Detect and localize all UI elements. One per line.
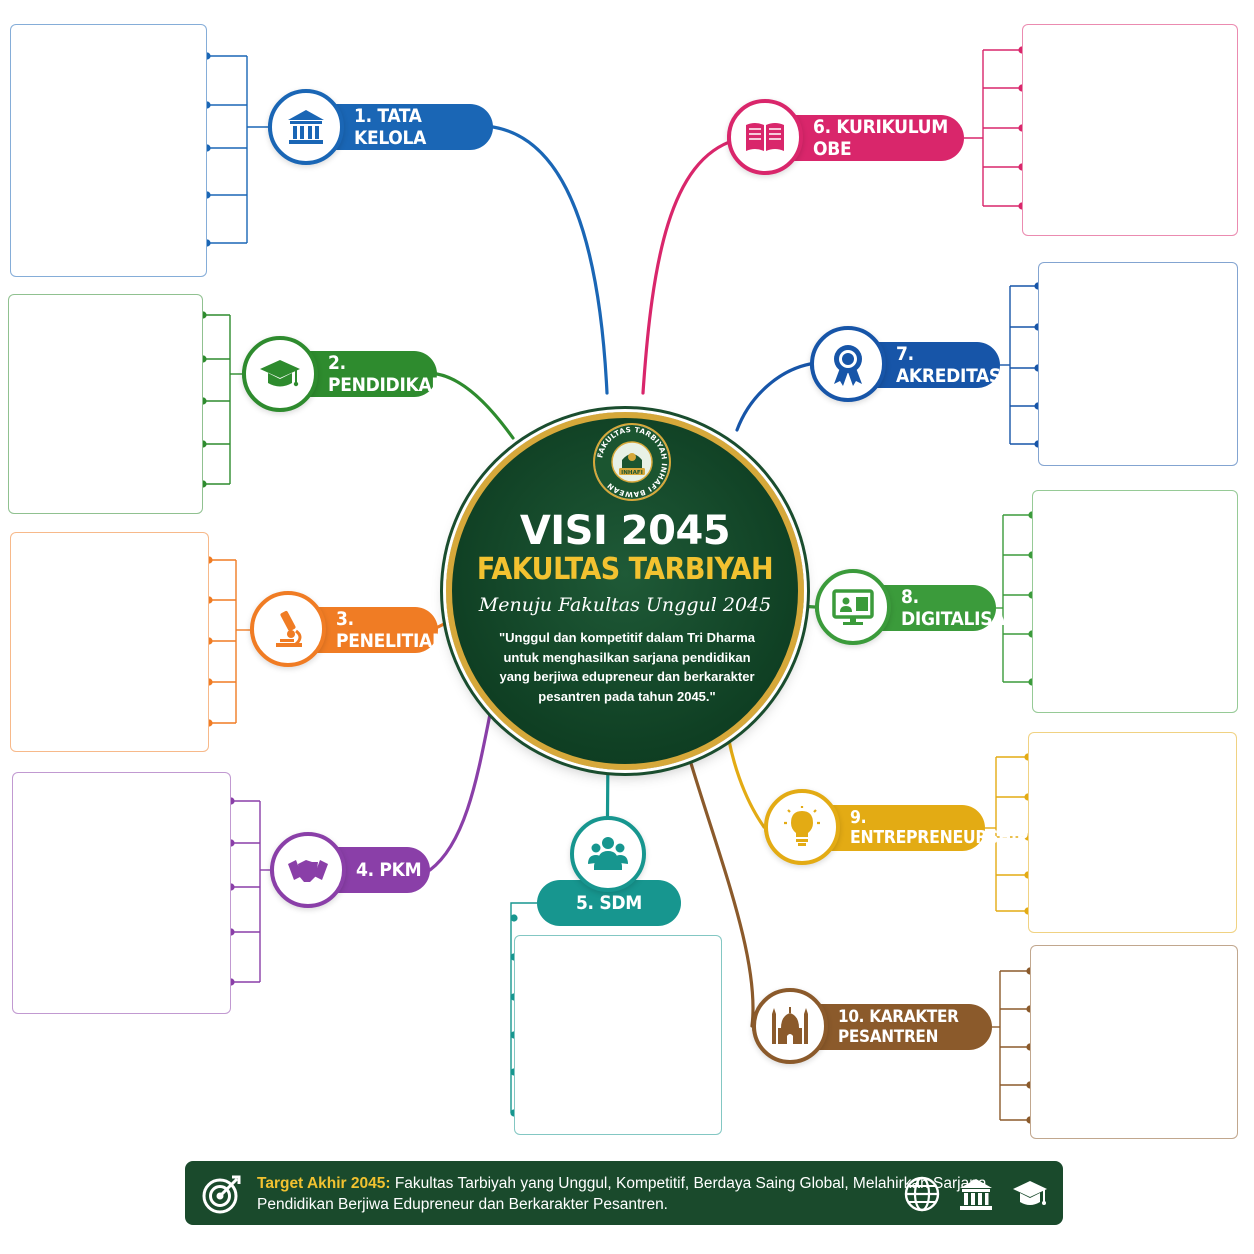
branch-7-detail-box xyxy=(1038,262,1238,466)
branch-7-label: 7. AKREDITASI xyxy=(896,343,1007,387)
open-book-icon xyxy=(727,99,803,175)
branch-3-detail-box xyxy=(10,532,209,752)
graduation-cap-icon xyxy=(242,336,318,412)
branch-9-detail-box xyxy=(1028,732,1237,933)
footer-target-text: Target Akhir 2045: Fakultas Tarbiyah yan… xyxy=(257,1173,1063,1215)
branch-6-label: 6. KURIKULUM OBE xyxy=(813,116,948,160)
vision-statement: "Unggul dan kompetitif dalam Tri Dharma … xyxy=(498,630,756,704)
target-icon xyxy=(202,1175,241,1214)
handshake-icon xyxy=(270,832,346,908)
faculty-title: FAKULTAS TARBIYAH xyxy=(476,552,774,587)
microscope-icon xyxy=(250,591,326,667)
institution-icon xyxy=(960,1179,992,1210)
branch-4-detail-box xyxy=(12,772,231,1014)
branch-2-label: 2. PENDIDIKAN xyxy=(328,352,446,396)
branch-10-detail-box xyxy=(1030,945,1238,1139)
branch-2-detail-box xyxy=(8,294,203,514)
footer-banner: Target Akhir 2045: Fakultas Tarbiyah yan… xyxy=(185,1161,1063,1225)
central-vision-circle: FAKULTAS TARBIYAH INHAFI BAWEAN INHAFI V… xyxy=(446,412,804,770)
graduation-cap-icon xyxy=(1013,1181,1047,1205)
vision-title: VISI 2045 xyxy=(519,508,731,554)
faculty-seal-logo: FAKULTAS TARBIYAH INHAFI BAWEAN INHAFI xyxy=(593,423,671,501)
vision-tagline: Menuju Fakultas Unggul 2045 xyxy=(478,594,772,616)
branch-1-detail-box xyxy=(10,24,207,277)
branch-10-label: 10. KARAKTER PESANTREN xyxy=(838,1007,959,1047)
branch-4-label: 4. PKM xyxy=(356,859,422,881)
branch-8-detail-box xyxy=(1032,490,1238,713)
mosque-icon xyxy=(752,988,828,1064)
branch-6-detail-box xyxy=(1022,24,1238,236)
monitor-icon xyxy=(815,569,891,645)
globe-icon xyxy=(904,1176,940,1212)
branch-3-label: 3. PENELITIAN xyxy=(336,608,446,652)
branch-5-label: 5. SDM xyxy=(575,892,643,914)
branch-5-label-pill: 5. SDM xyxy=(537,880,681,926)
footer-statement: Fakultas Tarbiyah yang Unggul, Kompetiti… xyxy=(257,1175,987,1213)
people-group-icon xyxy=(570,816,646,892)
branch-5-detail-box xyxy=(514,935,722,1135)
institution-building-icon xyxy=(268,89,344,165)
seal-label: INHAFI xyxy=(621,470,643,476)
footer-label: Target Akhir 2045: xyxy=(257,1175,391,1192)
lightbulb-icon xyxy=(764,789,840,865)
branch-1-label: 1. TATA KELOLA xyxy=(354,105,426,149)
branch-9-label: 9. ENTREPRENEURSHIP xyxy=(850,808,1028,848)
award-medal-icon xyxy=(810,326,886,402)
branch-8-label: 8. DIGITALISASI xyxy=(901,586,1024,630)
